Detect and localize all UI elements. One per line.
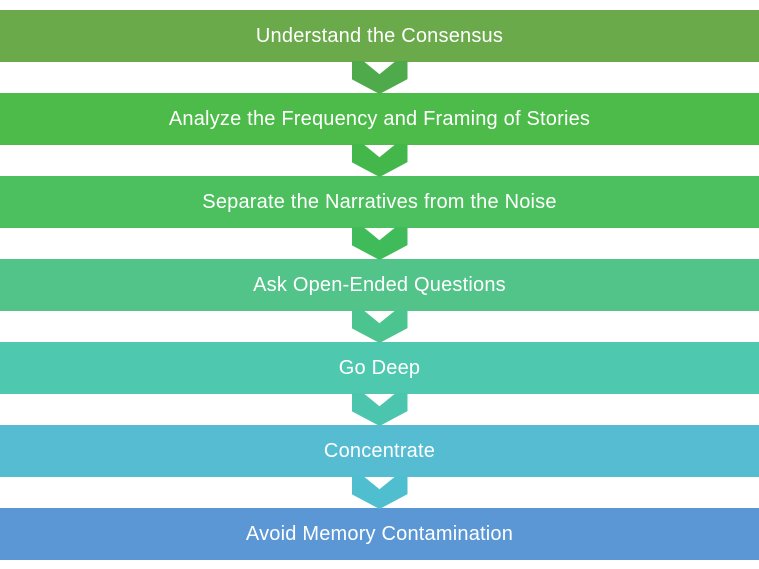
down-arrow-icon (351, 310, 408, 343)
step-bar-3: Separate the Narratives from the Noise (0, 176, 759, 228)
connector-row-6 (0, 476, 759, 509)
step-label: Understand the Consensus (255, 24, 504, 47)
down-arrow-icon (351, 227, 408, 260)
connector-row-3 (0, 227, 759, 260)
down-arrow-icon (351, 144, 408, 177)
connector-row-5 (0, 393, 759, 426)
step-bar-6: Concentrate (0, 425, 759, 477)
step-label: Analyze the Frequency and Framing of Sto… (168, 107, 591, 130)
step-label: Ask Open-Ended Questions (253, 273, 506, 296)
step-label: Avoid Memory Contamination (245, 522, 514, 545)
step-bar-1: Understand the Consensus (0, 10, 759, 62)
down-arrow-icon (351, 61, 408, 94)
connector-row-4 (0, 310, 759, 343)
down-arrow-icon (351, 393, 408, 426)
connector-row-2 (0, 144, 759, 177)
down-arrow-icon (351, 476, 408, 509)
step-bar-5: Go Deep (0, 342, 759, 394)
step-label: Go Deep (338, 356, 421, 379)
step-bar-7: Avoid Memory Contamination (0, 508, 759, 560)
step-bar-4: Ask Open-Ended Questions (0, 259, 759, 311)
connector-row-1 (0, 61, 759, 94)
step-label: Separate the Narratives from the Noise (202, 190, 557, 213)
step-label: Concentrate (323, 439, 436, 462)
step-bar-2: Analyze the Frequency and Framing of Sto… (0, 93, 759, 145)
